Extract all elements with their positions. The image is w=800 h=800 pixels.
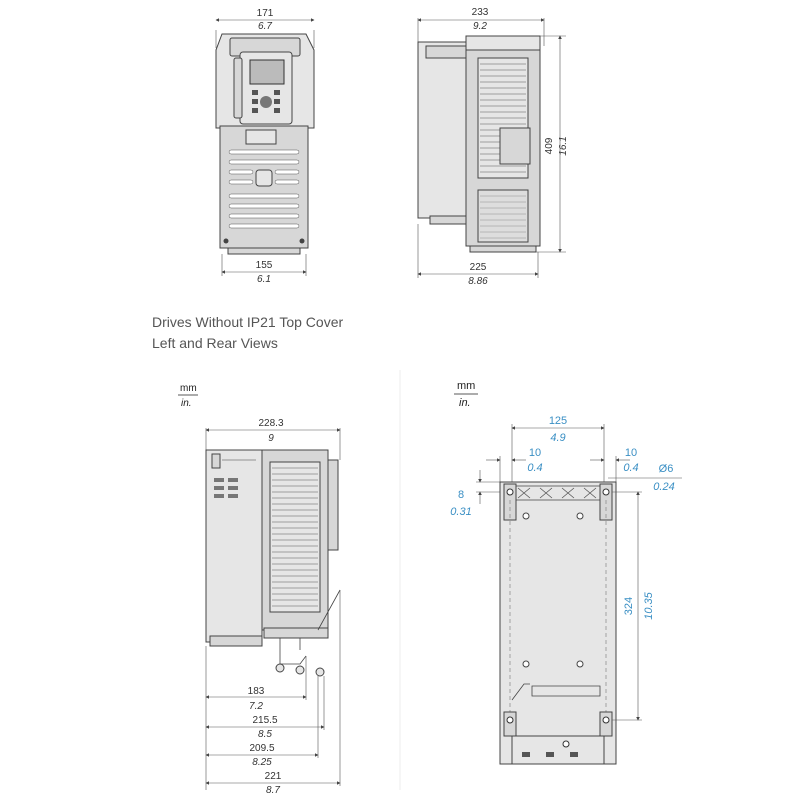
side-height-mm: 409 [544, 137, 555, 154]
sideb-dim2-mm: 215.5 [252, 715, 277, 726]
caption-line-1: Drives Without IP21 Top Cover [152, 314, 344, 330]
side-bottom-mm: 225 [470, 262, 487, 273]
rear-top-in: 0.31 [450, 506, 471, 518]
side-view-bottom: 228.3 9 183 7.2 215.5 [205, 418, 341, 796]
units-legend-right: mm in. [454, 380, 478, 409]
rear-top-mm: 8 [458, 489, 464, 501]
front-top-mm: 171 [257, 8, 274, 19]
rear-right-mm: 10 [625, 447, 637, 459]
rear-spacing-in: 4.9 [550, 432, 565, 444]
rear-right-in: 0.4 [623, 462, 638, 474]
caption-line-2: Left and Rear Views [152, 335, 278, 351]
side-top-mm: 233 [472, 7, 489, 18]
rear-left-in: 0.4 [527, 462, 542, 474]
sideb-dim3-in: 8.25 [252, 757, 272, 768]
sideb-top-mm: 228.3 [258, 418, 283, 429]
rear-left-mm: 10 [529, 447, 541, 459]
front-bottom-mm: 155 [256, 260, 273, 271]
side-height-in: 16.1 [558, 136, 569, 155]
unit-mm-right: mm [457, 380, 475, 392]
rear-vertical-in: 10.35 [643, 591, 655, 619]
rear-hole-in: 0.24 [653, 481, 674, 493]
front-bottom-in: 6.1 [257, 274, 271, 285]
rear-view: 125 4.9 10 0.4 10 0.4 Ø6 0.24 8 0.31 [450, 415, 682, 765]
side-top-in: 9.2 [473, 21, 487, 32]
sideb-dim1-in: 7.2 [249, 701, 263, 712]
unit-in-right: in. [459, 397, 471, 409]
rear-spacing-mm: 125 [549, 415, 567, 427]
side-bottom-in: 8.86 [468, 276, 488, 287]
sideb-top-in: 9 [268, 433, 274, 444]
sideb-dim4-in: 8.7 [266, 785, 280, 796]
sideb-dim4-mm: 221 [265, 771, 282, 782]
unit-in-left: in. [181, 398, 192, 409]
unit-mm-left: mm [180, 383, 197, 394]
rear-hole-mm: Ø6 [659, 463, 674, 475]
sideb-dim1-mm: 183 [248, 686, 265, 697]
rear-vertical-mm: 324 [623, 597, 635, 615]
front-top-in: 6.7 [258, 21, 272, 32]
side-view-top: 233 9.2 409 16.1 225 8.86 [417, 7, 569, 287]
units-legend-left: mm in. [178, 383, 198, 409]
sideb-dim3-mm: 209.5 [249, 743, 274, 754]
front-view: 171 6.7 [215, 8, 315, 285]
sideb-dim2-in: 8.5 [258, 729, 272, 740]
